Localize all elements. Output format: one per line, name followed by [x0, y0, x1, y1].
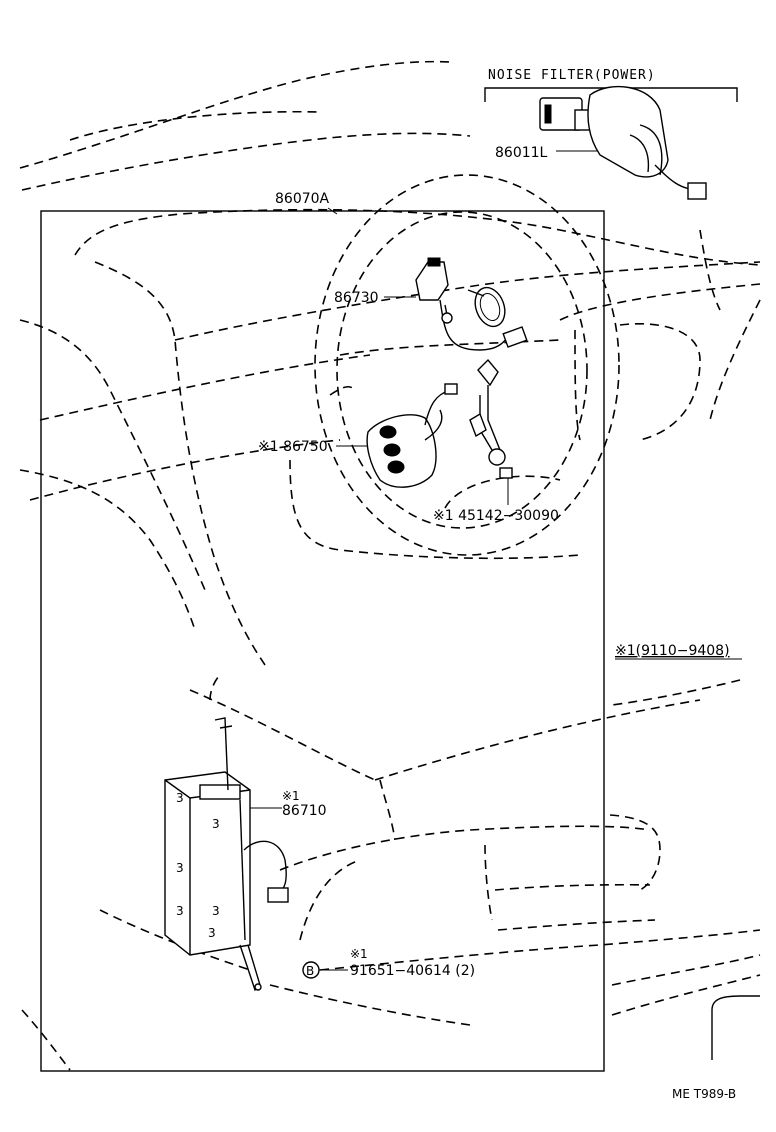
- label-86070A: 86070A: [275, 191, 330, 207]
- part-86750-switch: [336, 383, 458, 488]
- label-86011L: 86011L: [495, 145, 548, 161]
- label-86750: ※1 86750: [258, 439, 328, 455]
- note-range-label: ※1(9110−9408): [615, 643, 730, 659]
- clamp-ring: [467, 286, 506, 328]
- svg-text:3: 3: [176, 904, 184, 918]
- label-91651-40614: 91651−40614 (2): [350, 963, 475, 979]
- svg-text:3: 3: [176, 861, 184, 875]
- noise-filter-title: NOISE FILTER(POWER): [488, 68, 656, 83]
- bolt-symbol-letter: B: [306, 964, 314, 978]
- noise-filter-part: [539, 85, 707, 200]
- svg-text:3: 3: [176, 791, 184, 805]
- vehicle-outline: [19, 60, 761, 1071]
- svg-text:3: 3: [212, 904, 220, 918]
- label-45142-30090: ※1 45142−30090: [433, 508, 559, 524]
- svg-text:3: 3: [212, 817, 220, 831]
- figure-code: ME T989-B: [672, 1087, 736, 1101]
- part-45142-rod: [469, 358, 513, 505]
- bolt-91651: B: [302, 961, 348, 979]
- figure-code-leader: [711, 995, 760, 1060]
- label-86710: 86710: [282, 803, 327, 819]
- steering-wheel-outline: [314, 174, 620, 556]
- label-91651-note: ※1: [350, 947, 368, 961]
- part-86730-module: [384, 257, 528, 351]
- label-86710-note: ※1: [282, 789, 300, 803]
- leader-86070A: [327, 207, 338, 215]
- svg-text:3: 3: [208, 926, 216, 940]
- part-86710-control-unit: 3 3 3 3 3 3: [164, 717, 289, 992]
- label-86730: 86730: [334, 290, 379, 306]
- assembly-boundary-box: [40, 210, 605, 1072]
